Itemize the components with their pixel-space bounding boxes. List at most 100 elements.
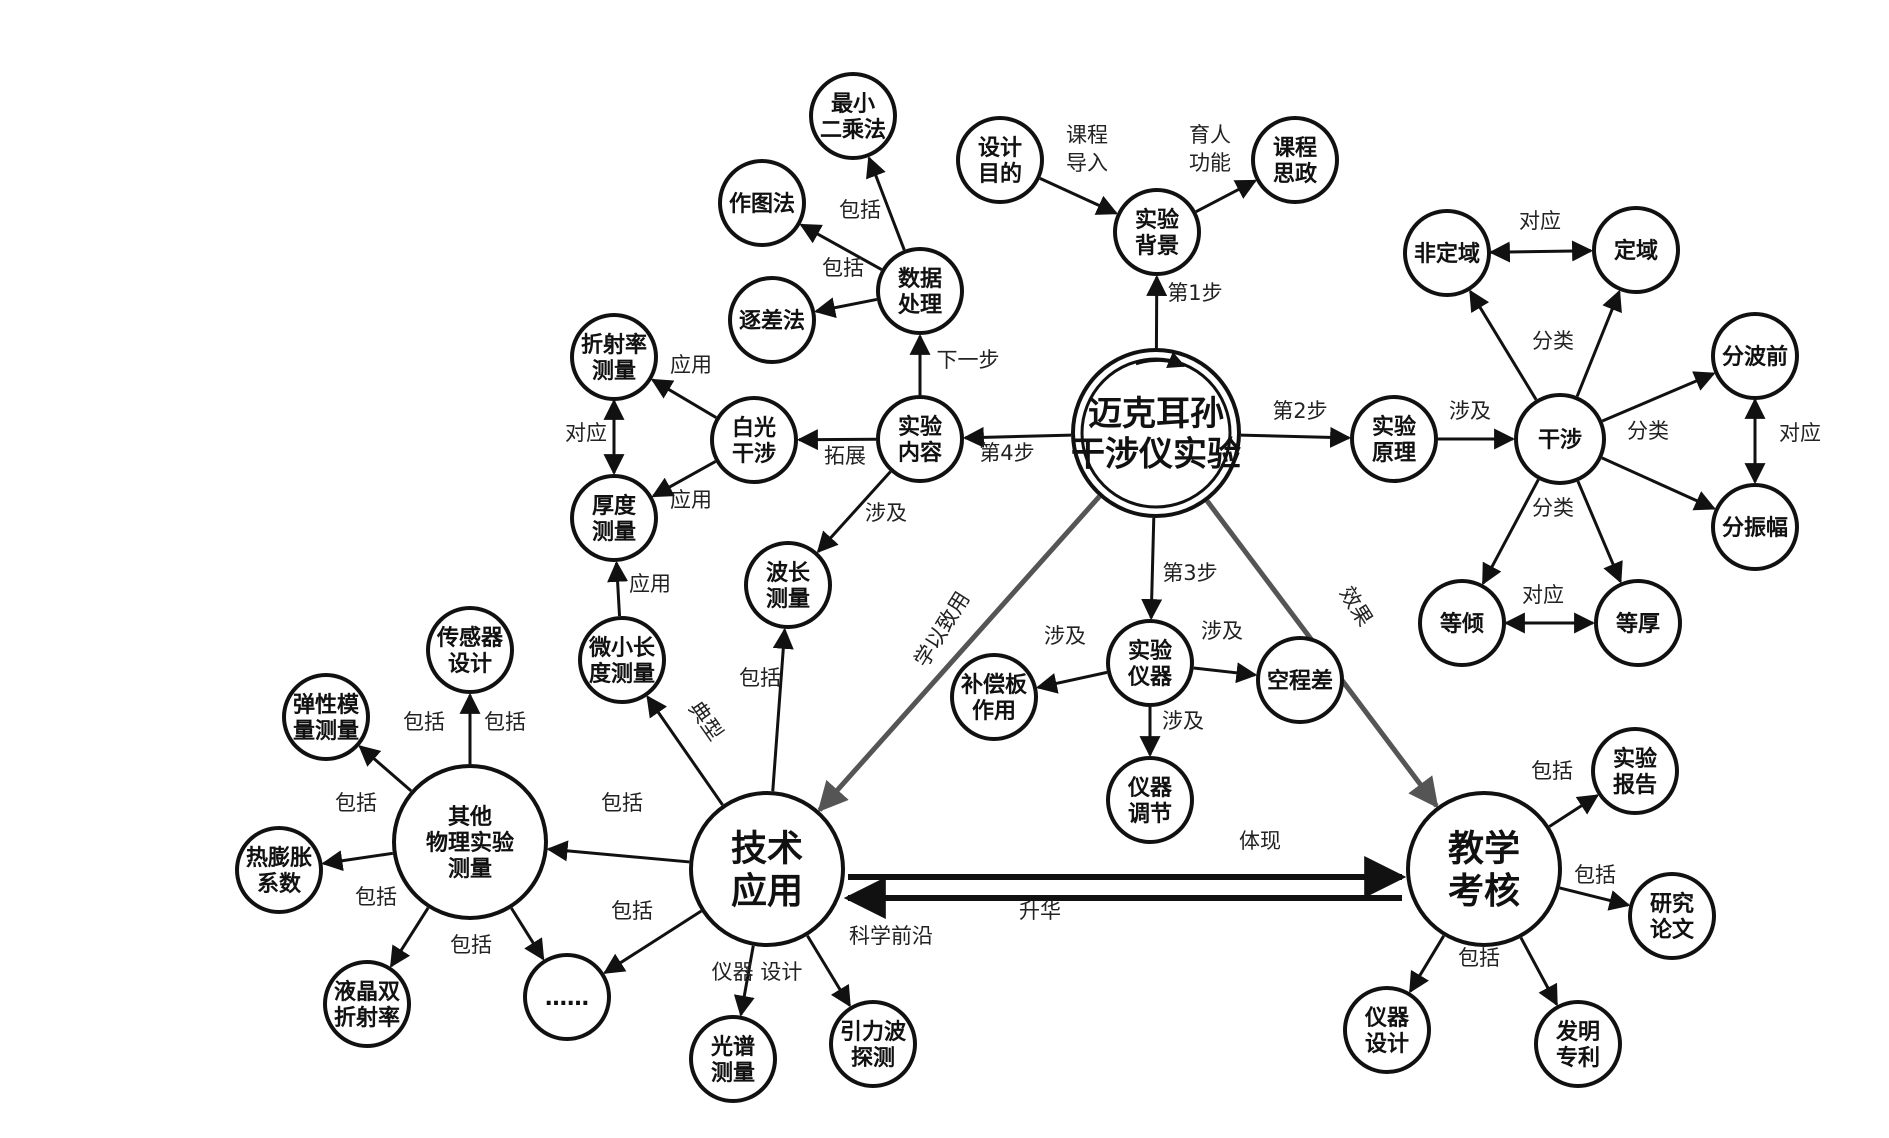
edge-other-thermal	[321, 850, 394, 872]
edge-label-sublim: 升华	[1019, 899, 1061, 923]
node-circle	[1711, 483, 1799, 571]
edge-tech-gw	[806, 934, 851, 1008]
node-label: 分振幅	[1722, 516, 1788, 541]
edge-label-idesign_lbl: 仪器 设计	[712, 960, 803, 984]
node-label: 物理实验	[426, 830, 514, 856]
node-label: 设计	[978, 136, 1022, 161]
node-label: 背景	[1135, 234, 1179, 259]
node-label: 报告	[1613, 773, 1657, 798]
node-label: 原理	[1372, 441, 1416, 466]
edge-tech-dots	[603, 909, 703, 975]
node-circle	[728, 276, 816, 364]
node-circle	[1343, 986, 1431, 1074]
edge-design-bg	[1039, 176, 1119, 215]
edge-center-instr	[1141, 517, 1163, 621]
node-circle	[950, 653, 1038, 741]
edge-white-refr	[650, 378, 717, 419]
node-circle	[1594, 579, 1682, 667]
edge-other-lc	[389, 907, 430, 968]
node-label: 发明	[1555, 1019, 1600, 1045]
node-plot: 作图法	[718, 159, 806, 247]
node-label: 测量	[448, 857, 492, 882]
edge-label-incl1: 包括	[839, 198, 881, 222]
node-label: 技术	[731, 829, 803, 870]
edge-label-inv_a: 涉及	[1201, 619, 1243, 643]
edge-label-classify2: 分类	[1627, 419, 1669, 443]
node-circle	[570, 474, 658, 562]
node-circle	[1711, 312, 1799, 400]
node-circle	[570, 313, 658, 401]
node-label: 考核	[1448, 871, 1520, 912]
node-label: 等倾	[1440, 611, 1484, 637]
node-label: 仪器	[1127, 665, 1173, 690]
node-circle	[710, 396, 798, 484]
node-label: 处理	[897, 292, 942, 318]
edge-tech-spectrum	[733, 945, 755, 1017]
node-label: 目的	[978, 161, 1022, 187]
edge-nonloc-loc	[1488, 240, 1594, 263]
node-label: 度测量	[589, 661, 655, 687]
node-label: 实验	[898, 414, 942, 440]
node-label: 测量	[766, 587, 810, 612]
node-loc: 定域	[1592, 206, 1680, 294]
edge-content-wavelen	[816, 470, 892, 554]
edge-eval-idesign	[1408, 935, 1446, 994]
node-airgap: 空程差	[1256, 636, 1344, 724]
edge-label-embody: 体现	[1239, 829, 1281, 853]
node-label: 干涉	[732, 442, 776, 467]
edge-label-apply2: 应用	[670, 488, 712, 512]
node-label: 传感器	[436, 625, 504, 651]
rotation-arrow-icon	[1135, 351, 1186, 368]
node-circle	[956, 116, 1044, 204]
node-label: 白光	[732, 415, 776, 441]
edge-data-succ	[814, 297, 878, 319]
node-circle	[1071, 348, 1241, 518]
node-circle	[689, 791, 845, 947]
node-circle	[1628, 872, 1716, 960]
edge-label-incl_other: 包括	[601, 791, 643, 815]
node-circle	[235, 826, 323, 914]
node-label: 补偿板	[960, 672, 1028, 698]
edge-label-step1: 第1步	[1167, 281, 1222, 305]
node-label: 实验	[1372, 414, 1416, 440]
node-circle	[392, 764, 548, 920]
edge-micro-thick	[607, 560, 629, 617]
edge-other-dots	[510, 907, 545, 961]
node-label: 其他	[448, 805, 492, 830]
node-label: 弹性模	[293, 693, 360, 718]
edge-label-course2: 导入	[1066, 151, 1108, 175]
node-label: 内容	[898, 440, 942, 466]
edge-label-incl_lc: 包括	[355, 885, 397, 909]
edge-label-step3: 第3步	[1162, 561, 1217, 585]
edge-interf-amplitude	[1601, 456, 1716, 511]
edge-label-step2: 第2步	[1272, 399, 1327, 423]
edge-label-incl_e: 包括	[484, 710, 526, 734]
edge-tech-other	[546, 840, 690, 864]
node-label: 仪器	[1364, 1006, 1410, 1031]
edge-label-step4: 第4步	[979, 441, 1034, 465]
edge-data-lsq	[866, 156, 906, 251]
node-label: 分波前	[1722, 344, 1788, 370]
edge-label-typical: 典型	[684, 697, 728, 745]
node-label: 热膨胀	[246, 845, 312, 871]
edge-label-corr3: 对应	[1522, 583, 1564, 607]
node-label: 最小	[831, 92, 875, 117]
node-label: 实验	[1128, 638, 1172, 664]
edge-instr-airgap	[1193, 662, 1258, 684]
node-circle	[1514, 393, 1606, 485]
edge-label-apply3: 应用	[629, 572, 671, 596]
edge-instr-comp	[1035, 670, 1108, 694]
node-circle	[426, 606, 514, 694]
